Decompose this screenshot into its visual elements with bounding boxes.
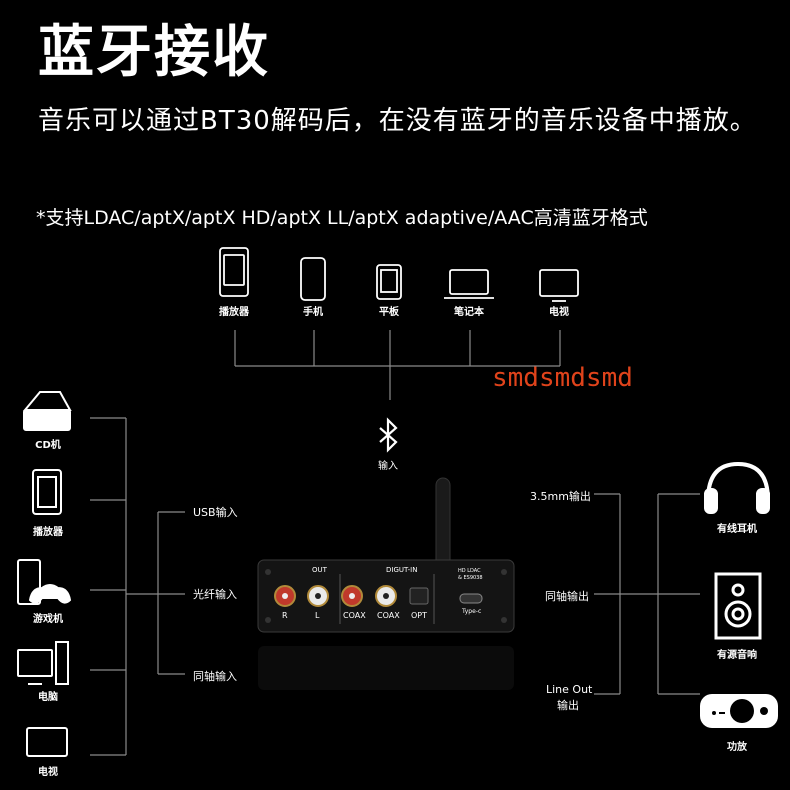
bt30-device: [257, 477, 515, 690]
device-out-label: OUT: [312, 566, 327, 574]
left-source-label-tv: 电视: [38, 767, 58, 778]
laptop-icon: [449, 269, 489, 295]
device-opt-label: OPT: [411, 611, 428, 620]
optical-input-label: 光纤输入: [193, 588, 237, 601]
left-source-label-console: 游戏机: [33, 614, 63, 625]
player-icon: [219, 247, 249, 297]
sink-label-headphones: 有线耳机: [717, 524, 757, 535]
left-source-label-cd: CD机: [35, 440, 61, 451]
device-coax1-label: COAX: [343, 611, 366, 620]
device-digit-in-label: DIGUT-IN: [386, 566, 418, 574]
device-badge-line1: HD LDAC: [458, 568, 481, 574]
left-source-label-computer: 电脑: [38, 692, 58, 703]
amplifier-icon: [700, 694, 778, 728]
line-out-sub-label: 输出: [557, 699, 579, 712]
bluetooth-icon: [379, 417, 398, 453]
device-l-label: L: [315, 611, 320, 620]
left-source-label-player: 播放器: [33, 527, 63, 538]
top-source-label-player: 播放器: [219, 307, 249, 318]
phone-icon: [300, 257, 326, 301]
top-source-label-tablet: 平板: [379, 307, 399, 318]
coax-input-label: 同轴输入: [193, 670, 237, 683]
device-coax2-label: COAX: [377, 611, 400, 620]
top-source-label-phone: 手机: [303, 307, 323, 318]
top-source-label-laptop: 笔记本: [454, 307, 484, 318]
sink-label-amplifier: 功放: [727, 742, 747, 753]
watermark: smdsmdsmd: [492, 363, 633, 393]
device-r-label: R: [282, 611, 288, 620]
cd-player-icon: [22, 391, 72, 411]
game-console-icon: [17, 559, 41, 605]
tv-icon: [539, 269, 579, 297]
tablet-icon: [376, 264, 402, 300]
device-typec-label: Type-c: [462, 608, 482, 615]
top-source-label-tv: 电视: [549, 307, 569, 318]
jack-output-label: 3.5mm输出: [530, 490, 591, 503]
codec-support-note: *支持LDAC/aptX/aptX HD/aptX LL/aptX adapti…: [36, 207, 648, 229]
device-badge-line2: & ES9038: [458, 575, 483, 581]
bluetooth-input-label: 输入: [378, 461, 398, 472]
line-out-label: Line Out: [546, 683, 593, 696]
headphones-icon: [706, 461, 770, 501]
tv-icon: [26, 727, 68, 757]
sink-label-speaker: 有源音响: [717, 650, 757, 661]
coax-output-label: 同轴输出: [545, 590, 589, 603]
player-icon: [32, 469, 62, 515]
page-title: 蓝牙接收: [38, 20, 270, 85]
usb-input-label: USB输入: [193, 506, 238, 519]
speaker-icon: [714, 572, 762, 640]
computer-icon: [17, 649, 53, 677]
page-subtitle: 音乐可以通过BT30解码后，在没有蓝牙的音乐设备中播放。: [38, 106, 757, 136]
